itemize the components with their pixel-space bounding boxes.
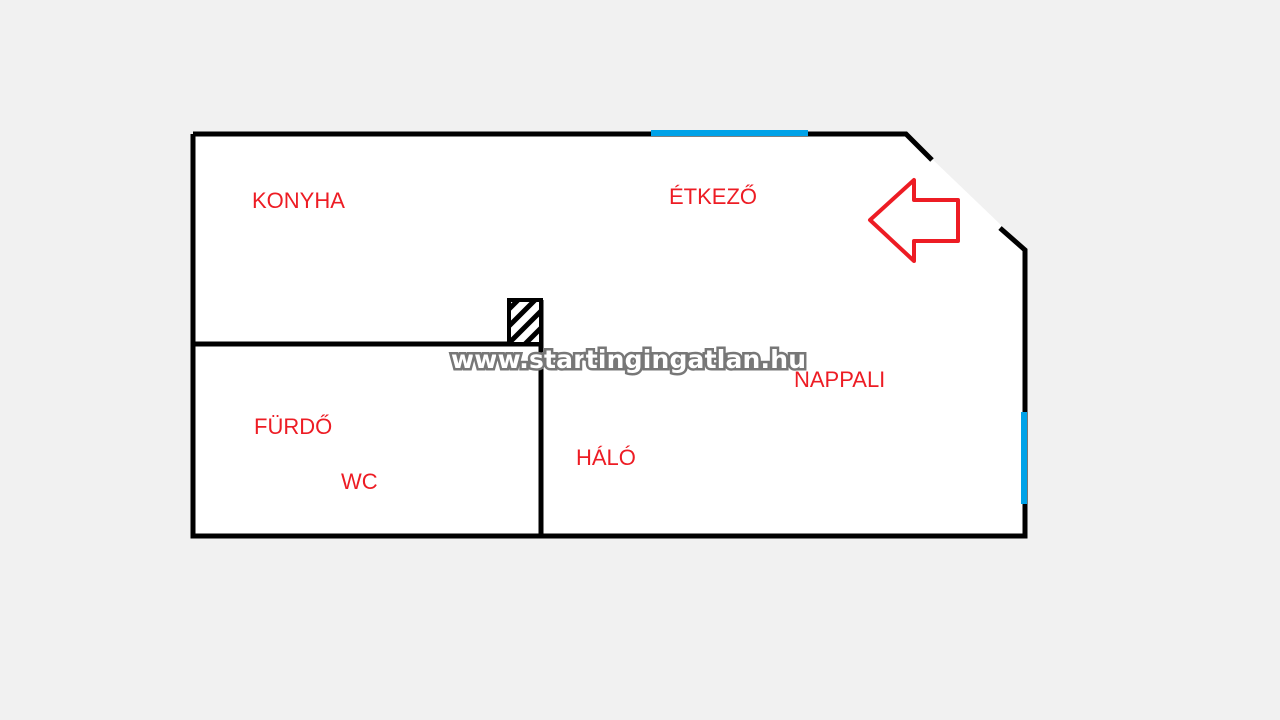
floor-area bbox=[193, 134, 1025, 536]
room-label-furdo: FÜRDŐ bbox=[254, 414, 332, 439]
chimney-hatched bbox=[507, 298, 543, 346]
room-label-wc: WC bbox=[341, 469, 378, 494]
watermark: www.startingingatlan.hu bbox=[451, 345, 806, 374]
entrance-arrow-icon bbox=[868, 178, 960, 263]
room-label-konyha: KONYHA bbox=[252, 188, 345, 213]
outer-walls bbox=[190, 131, 1028, 539]
room-label-halo: HÁLÓ bbox=[576, 445, 636, 470]
room-label-etkezo: ÉTKEZŐ bbox=[669, 184, 757, 209]
room-label-nappali: NAPPALI bbox=[794, 367, 885, 392]
